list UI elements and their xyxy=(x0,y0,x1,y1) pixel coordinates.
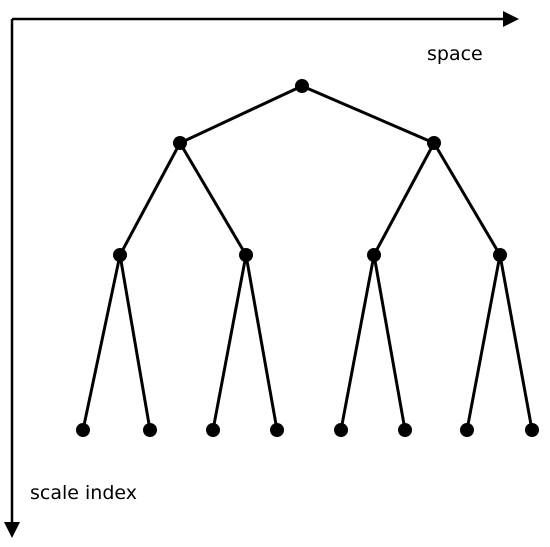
tree-edge xyxy=(432,142,502,256)
scale-axis-arrowhead xyxy=(4,522,20,538)
tree-edge xyxy=(118,254,152,431)
space-axis-arrowhead xyxy=(503,11,519,27)
tree-edge xyxy=(118,142,182,256)
tree-edge xyxy=(372,142,436,256)
tree-edge xyxy=(244,254,279,431)
tree-node xyxy=(460,423,474,437)
tree-node xyxy=(295,79,309,93)
space-axis-label: space xyxy=(427,43,483,65)
tree-node xyxy=(239,248,253,262)
tree-node xyxy=(113,248,127,262)
tree-node xyxy=(270,423,284,437)
tree-edge xyxy=(211,254,248,431)
tree-nodes xyxy=(76,79,539,437)
tree-node xyxy=(76,423,90,437)
tree-node xyxy=(493,248,507,262)
tree-node xyxy=(398,423,412,437)
tree-edge xyxy=(465,254,502,431)
tree-node xyxy=(525,423,539,437)
tree-edge xyxy=(81,254,122,431)
tree-edge xyxy=(179,84,303,145)
tree-edge xyxy=(498,254,534,431)
tree-node xyxy=(427,136,441,150)
tree-edge xyxy=(339,254,376,431)
tree-edge xyxy=(372,254,407,431)
tree-node xyxy=(206,423,220,437)
tree-node xyxy=(173,136,187,150)
scale-index-axis-label: scale index xyxy=(30,482,137,504)
tree-node xyxy=(334,423,348,437)
tree-edges xyxy=(81,84,534,431)
tree-node xyxy=(143,423,157,437)
tree-node xyxy=(367,248,381,262)
tree-edge xyxy=(178,142,248,256)
tree-edge xyxy=(301,84,435,145)
